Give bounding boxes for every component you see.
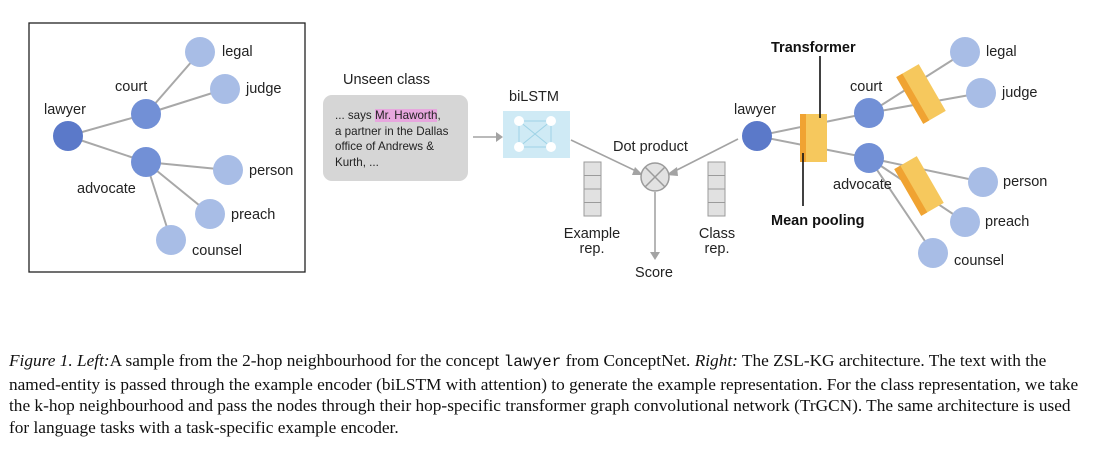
label-court-right: court — [850, 79, 882, 95]
label-person: person — [249, 163, 293, 179]
node-counsel-right — [918, 238, 948, 268]
class-rep-label-2: rep. — [705, 241, 730, 257]
caption-concept: lawyer — [503, 353, 562, 371]
node-preach — [195, 199, 225, 229]
label-legal-right: legal — [986, 44, 1017, 60]
example-rep-vector — [583, 161, 602, 217]
node-person-right — [968, 167, 998, 197]
label-lawyer-right: lawyer — [734, 102, 776, 118]
label-judge-right: judge — [1001, 85, 1037, 101]
label-judge: judge — [245, 81, 281, 97]
label-advocate-right: advocate — [833, 177, 892, 193]
node-lawyer-right — [742, 121, 772, 151]
example-rep-label-2: rep. — [580, 241, 605, 257]
node-advocate — [131, 147, 161, 177]
example-rep-label-1: Example — [564, 226, 620, 242]
bilstm-block — [503, 111, 570, 158]
right-graph-nodes — [742, 37, 998, 268]
caption-figure-label: Figure 1. — [9, 351, 73, 370]
node-preach-right — [950, 207, 980, 237]
node-legal-right — [950, 37, 980, 67]
label-legal: legal — [222, 44, 253, 60]
label-advocate: advocate — [77, 181, 136, 197]
right-graph-labels: lawyer court advocate legal judge person… — [734, 44, 1047, 269]
bilstm-label: biLSTM — [509, 89, 559, 105]
caption-part1: A sample from the 2-hop neighbourhood fo… — [109, 351, 504, 370]
unseen-class-heading: Unseen class — [343, 72, 430, 88]
class-rep-vector — [707, 161, 726, 217]
class-to-dot-arrow — [672, 138, 739, 173]
bilstm-to-dot-arrow — [570, 139, 639, 173]
transformer-block-court — [896, 64, 946, 124]
example-text-line-3: office of Andrews & — [335, 140, 435, 153]
example-text-line-1: ... says Mr. Haworth, — [335, 109, 441, 122]
node-legal — [185, 37, 215, 67]
score-label: Score — [635, 265, 673, 281]
transformer-block-advocate — [894, 156, 944, 216]
named-entity-highlight: Mr. Haworth — [374, 109, 438, 122]
node-counsel — [156, 225, 186, 255]
label-counsel-right: counsel — [954, 253, 1004, 269]
example-text-line-4: Kurth, ... — [335, 155, 379, 169]
node-judge-right — [966, 78, 996, 108]
transformer-label: Transformer — [771, 40, 856, 56]
label-counsel: counsel — [192, 243, 242, 259]
node-court — [131, 99, 161, 129]
node-person — [213, 155, 243, 185]
figure-caption: Figure 1. Left:A sample from the 2-hop n… — [9, 350, 1089, 438]
left-graph-labels: lawyer court advocate legal judge person… — [44, 44, 293, 259]
node-judge — [210, 74, 240, 104]
transformer-block-root — [800, 114, 827, 162]
label-person-right: person — [1003, 174, 1047, 190]
architecture-figure: lawyer court advocate legal judge person… — [28, 22, 1047, 281]
dot-product-operator — [640, 162, 670, 192]
left-panel-frame — [28, 22, 306, 273]
label-court: court — [115, 79, 147, 95]
node-advocate-right — [854, 143, 884, 173]
caption-part2: from ConceptNet. — [561, 351, 695, 370]
caption-part3: The ZSL-KG architecture. The text with t… — [9, 351, 1079, 437]
mean-pooling-label: Mean pooling — [771, 213, 864, 229]
label-preach-right: preach — [985, 214, 1029, 230]
label-preach: preach — [231, 207, 275, 223]
node-lawyer — [53, 121, 83, 151]
example-text-card: ... says Mr. Haworth, a partner in the D… — [323, 95, 468, 181]
example-text-line-2: a partner in the Dallas — [335, 124, 449, 138]
node-court-right — [854, 98, 884, 128]
caption-left-label: Left: — [77, 351, 110, 370]
label-lawyer: lawyer — [44, 102, 86, 118]
dot-product-label: Dot product — [613, 139, 688, 155]
caption-right-label: Right: — [694, 351, 738, 370]
left-graph-nodes — [53, 37, 243, 255]
class-rep-label-1: Class — [699, 226, 735, 242]
